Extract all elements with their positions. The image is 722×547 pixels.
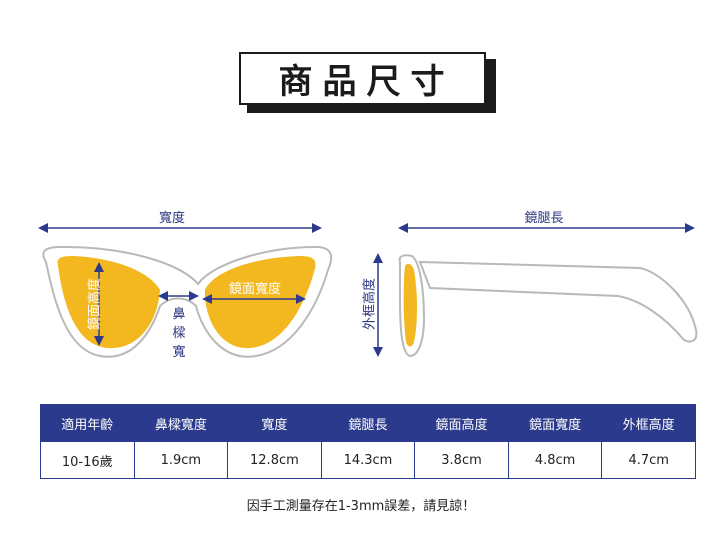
value-frame-height: 4.7cm — [601, 441, 696, 479]
table-header-row: 適用年齡 鼻樑寬度 寬度 鏡腿長 鏡面高度 鏡面寬度 外框高度 — [40, 404, 696, 442]
value-lens-height: 3.8cm — [414, 441, 509, 479]
lens-height-label: 鏡面高度 — [87, 278, 103, 330]
page-title: 商品尺寸 — [239, 52, 486, 105]
header-width: 寬度 — [227, 404, 322, 442]
value-temple-length: 14.3cm — [320, 441, 416, 479]
lens-width-dimension: 鏡面寬度 — [202, 281, 306, 304]
bridge-label-3: 寬 — [172, 344, 185, 360]
frame-height-label: 外框高度 — [362, 278, 378, 330]
width-dimension: 寬度 — [38, 210, 322, 233]
header-lens-height: 鏡面高度 — [414, 404, 509, 442]
value-age: 10-16歲 — [40, 441, 135, 479]
header-lens-width: 鏡面寬度 — [507, 404, 603, 442]
frame-height-dimension: 外框高度 — [362, 253, 383, 357]
size-table: 適用年齡 鼻樑寬度 寬度 鏡腿長 鏡面高度 鏡面寬度 外框高度 10-16歲 1… — [40, 404, 696, 479]
width-label: 寬度 — [159, 210, 185, 226]
value-bridge-width: 1.9cm — [133, 441, 229, 479]
glasses-side-view — [398, 254, 698, 358]
value-width: 12.8cm — [227, 441, 322, 479]
temple-length-dimension: 鏡腿長 — [398, 211, 695, 233]
header-age: 適用年齡 — [40, 404, 135, 442]
header-frame-height: 外框高度 — [601, 404, 696, 442]
lens-height-dimension: 鏡面高度 — [87, 262, 104, 346]
glasses-diagram: 寬度 鏡腿長 鏡面高度 鏡面寬度 鼻 樑 寬 外框高度 — [38, 210, 698, 360]
lens-width-label: 鏡面寬度 — [229, 281, 281, 297]
left-lens — [57, 256, 160, 349]
measurement-note: 因手工測量存在1-3mm誤差，請見諒！ — [246, 499, 476, 514]
value-lens-width: 4.8cm — [507, 441, 603, 479]
bridge-label-1: 鼻 — [172, 306, 185, 322]
header-temple-length: 鏡腿長 — [320, 404, 416, 442]
header-bridge-width: 鼻樑寬度 — [133, 404, 229, 442]
table-row: 10-16歲 1.9cm 12.8cm 14.3cm 3.8cm 4.8cm 4… — [40, 441, 696, 479]
bridge-width-dimension: 鼻 樑 寬 — [158, 291, 199, 360]
bridge-label-2: 樑 — [172, 326, 185, 341]
temple-length-label: 鏡腿長 — [524, 211, 563, 226]
side-lens — [403, 263, 417, 347]
